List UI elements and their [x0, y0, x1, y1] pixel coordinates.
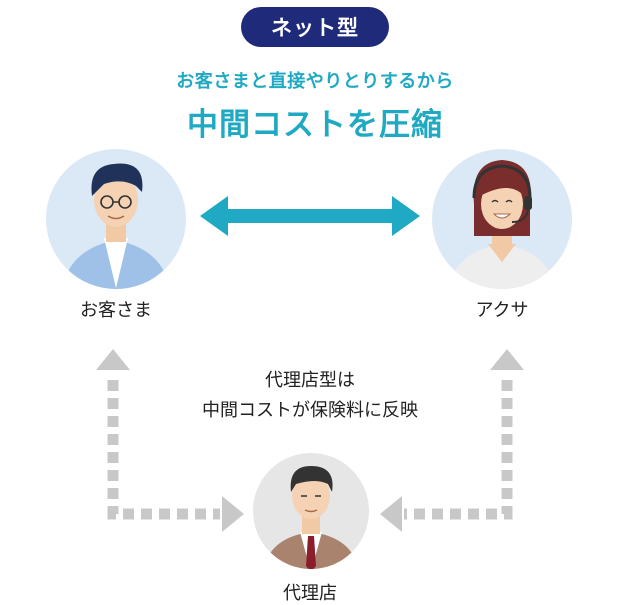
axa-operator-avatar	[432, 149, 572, 289]
double-arrow	[200, 196, 420, 236]
dotted-arrow-right	[380, 349, 524, 532]
agent-cost-note: 代理店型は 中間コストが保険料に反映	[140, 366, 480, 426]
net-type-badge: ネット型	[241, 7, 389, 47]
customer-label: お客さま	[80, 300, 152, 321]
headline: 中間コストを圧縮	[187, 107, 443, 143]
customer-avatar	[46, 149, 186, 289]
dotted-arrow-left	[96, 349, 244, 532]
subheadline: お客さまと直接やりとりするから	[176, 71, 454, 92]
agent-avatar	[253, 453, 369, 569]
note-line-1: 代理店型は	[265, 370, 355, 391]
axa-label: アクサ	[475, 300, 529, 321]
agent-label: 代理店	[283, 583, 337, 604]
note-line-2: 中間コストが保険料に反映	[202, 400, 418, 421]
